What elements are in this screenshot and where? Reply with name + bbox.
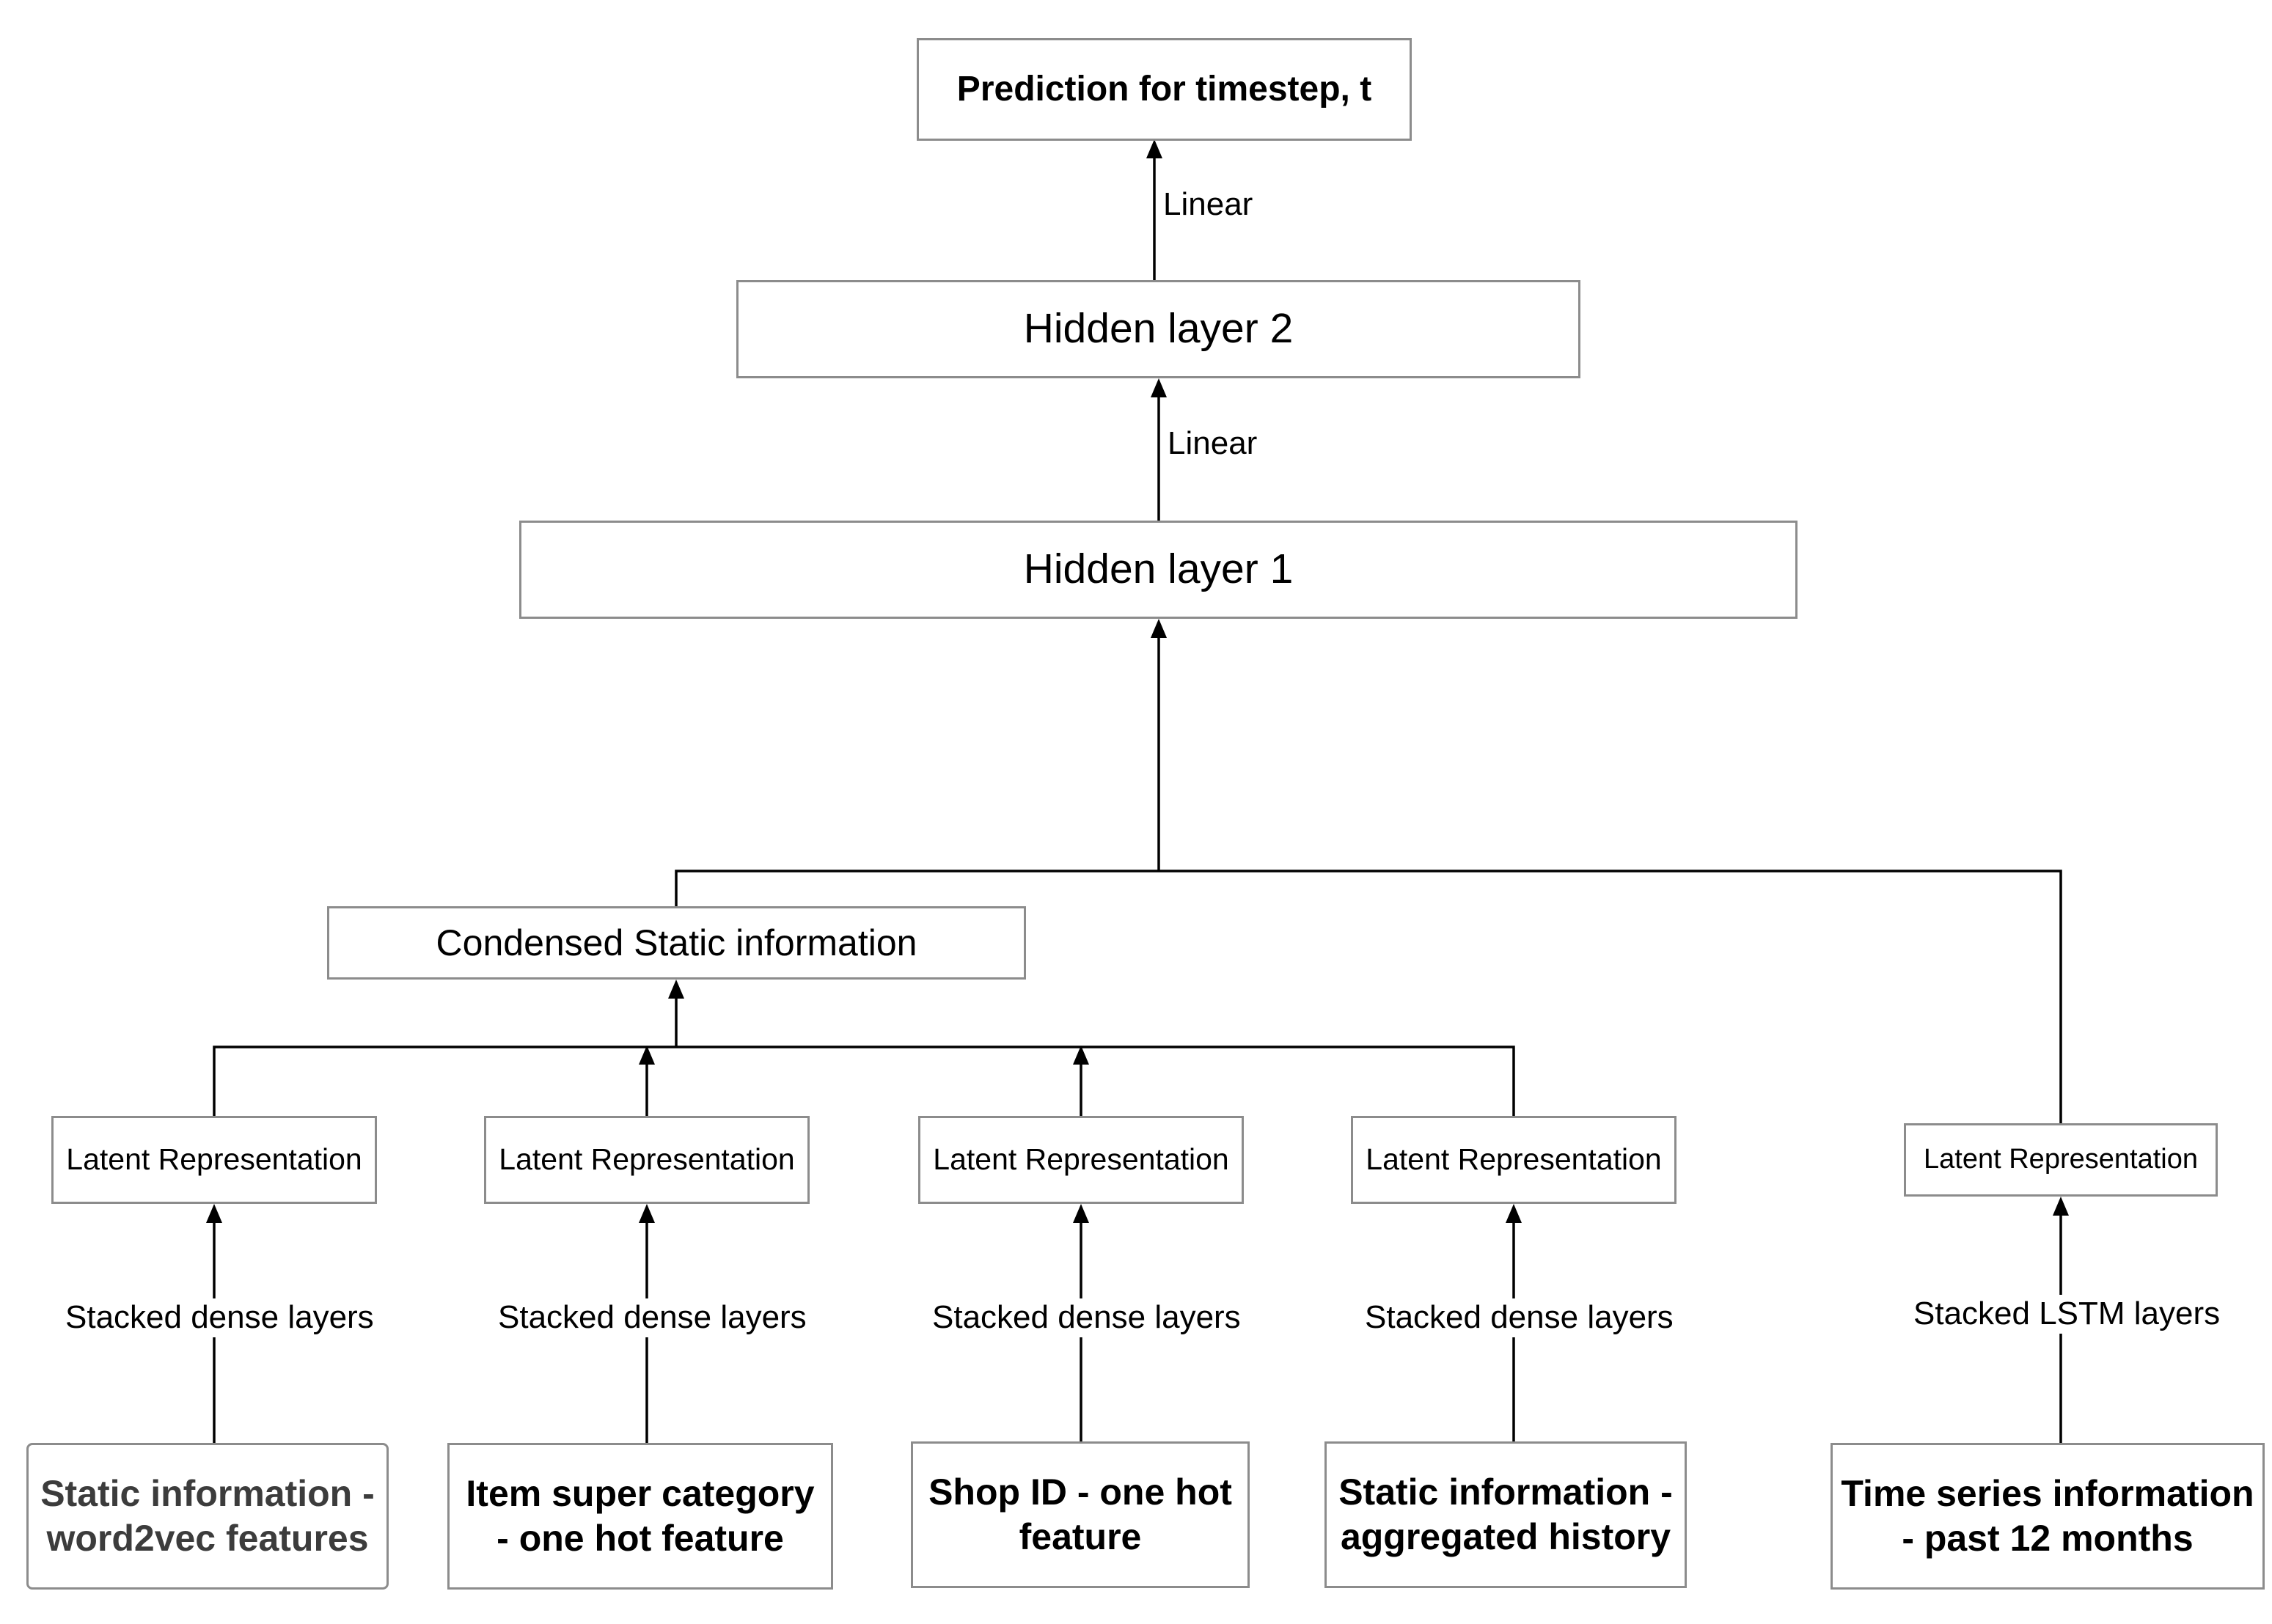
edge-static-bus xyxy=(213,1046,1515,1116)
edge-label-stacked-dense-3: Stacked dense layers xyxy=(932,1298,1241,1337)
edge-label-stacked-lstm: Stacked LSTM layers xyxy=(1913,1295,2221,1334)
edge-merge-bus-top xyxy=(675,870,2062,1123)
input-time-series-node: Time series information - past 12 months xyxy=(1831,1443,2265,1590)
arrowhead-condensed xyxy=(668,980,684,999)
arrowhead-latent5 xyxy=(2053,1197,2069,1216)
latent-representation-3: Latent Representation xyxy=(918,1116,1244,1204)
edge-label-stacked-dense-4: Stacked dense layers xyxy=(1365,1298,1674,1337)
latent-representation-2: Latent Representation xyxy=(484,1116,810,1204)
edge-label-linear-top: Linear xyxy=(1163,185,1253,224)
condensed-static-node: Condensed Static information xyxy=(327,906,1026,980)
arrowhead-bus-3 xyxy=(1073,1046,1089,1065)
hidden-layer-1-label: Hidden layer 1 xyxy=(1023,545,1294,593)
input-shop-id-label: Shop ID - one hot feature xyxy=(928,1471,1232,1557)
latent-label: Latent Representation xyxy=(1924,1144,2198,1175)
input-item-category-label: Item super category - one hot feature xyxy=(466,1473,815,1559)
input-shop-id-node: Shop ID - one hot feature xyxy=(911,1441,1250,1588)
hidden-layer-2-label: Hidden layer 2 xyxy=(1023,305,1294,353)
arrowhead-prediction xyxy=(1146,139,1162,158)
latent-representation-1: Latent Representation xyxy=(51,1116,377,1204)
prediction-label: Prediction for timestep, t xyxy=(956,70,1372,109)
input-time-series-label: Time series information - past 12 months xyxy=(1841,1473,2254,1559)
arrowhead-latent1 xyxy=(206,1204,222,1223)
latent-label: Latent Representation xyxy=(499,1142,795,1177)
input-aggregated-history-label: Static information - aggregated history xyxy=(1338,1471,1673,1557)
latent-label: Latent Representation xyxy=(933,1142,1229,1177)
arrowhead-latent3 xyxy=(1073,1204,1089,1223)
hidden-layer-2-node: Hidden layer 2 xyxy=(736,280,1580,378)
arrowhead-hidden1 xyxy=(1151,619,1167,638)
arrowhead-hidden2 xyxy=(1151,378,1167,397)
latent-label: Latent Representation xyxy=(1366,1142,1662,1177)
condensed-static-label: Condensed Static information xyxy=(436,922,917,963)
arrowhead-bus-2 xyxy=(639,1046,655,1065)
edge-label-stacked-dense-2: Stacked dense layers xyxy=(498,1298,807,1337)
input-word2vec-node: Static information - word2vec features xyxy=(26,1443,389,1590)
prediction-node: Prediction for timestep, t xyxy=(917,38,1412,141)
input-item-category-node: Item super category - one hot feature xyxy=(447,1443,833,1590)
latent-representation-4: Latent Representation xyxy=(1351,1116,1676,1204)
arrowhead-latent2 xyxy=(639,1204,655,1223)
arrowhead-latent4 xyxy=(1506,1204,1522,1223)
input-aggregated-history-node: Static information - aggregated history xyxy=(1324,1441,1687,1588)
input-word2vec-label: Static information - word2vec features xyxy=(40,1473,375,1559)
edge-label-linear-middle: Linear xyxy=(1168,425,1258,463)
latent-label: Latent Representation xyxy=(66,1142,362,1177)
latent-representation-5: Latent Representation xyxy=(1904,1123,2218,1197)
hidden-layer-1-node: Hidden layer 1 xyxy=(519,521,1798,619)
edge-label-stacked-dense-1: Stacked dense layers xyxy=(65,1298,374,1337)
